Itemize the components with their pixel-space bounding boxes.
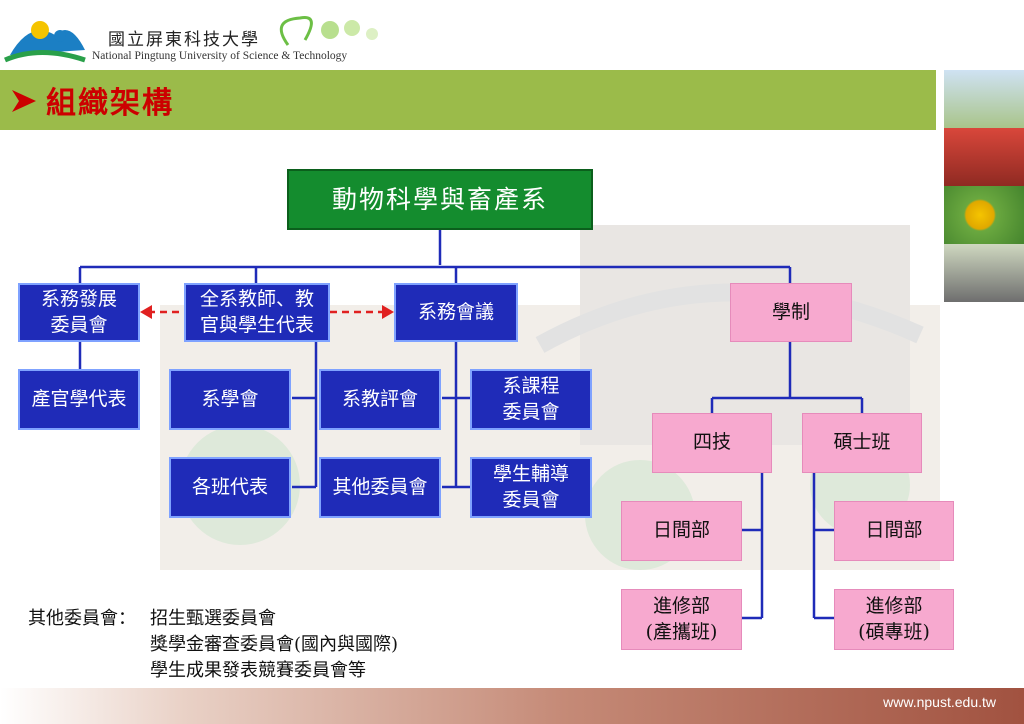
teaching-eval-label: 系教評會 bbox=[341, 387, 418, 410]
four-year-box: 四技 bbox=[652, 413, 772, 473]
arrow-right-icon bbox=[382, 305, 394, 319]
four-year-label: 四技 bbox=[692, 431, 731, 454]
sunflower-photo bbox=[944, 186, 1024, 244]
evening-div2-line2: (碩專班) bbox=[858, 620, 930, 643]
masters-label: 碩士班 bbox=[833, 431, 891, 454]
evening-div1-line2: (產攜班) bbox=[645, 620, 718, 643]
title-bar bbox=[0, 70, 936, 130]
student-assoc-box: 系學會 bbox=[169, 369, 291, 430]
slide-title: 組織架構 bbox=[46, 86, 174, 121]
note-line-3: 學生成果發表競賽委員會等 bbox=[150, 660, 366, 681]
evening-division-box-2: 進修部 (碩專班) bbox=[834, 589, 954, 650]
footer-url: www.npust.edu.tw bbox=[883, 694, 996, 710]
academic-system-label: 學制 bbox=[771, 300, 810, 323]
day-division-box-1: 日間部 bbox=[621, 501, 742, 561]
industry-reps-box: 產官學代表 bbox=[18, 369, 140, 430]
academic-system-box: 學制 bbox=[730, 283, 852, 342]
dept-meeting-label: 系務會議 bbox=[417, 300, 494, 323]
dev-committee-line2: 委員會 bbox=[50, 313, 108, 336]
class-reps-label: 各班代表 bbox=[191, 475, 268, 498]
curriculum-line1: 系課程 bbox=[502, 374, 560, 397]
industry-reps-label: 產官學代表 bbox=[31, 387, 127, 410]
dev-committee-line1: 系務發展 bbox=[40, 287, 117, 310]
note-line-2: 獎學金審查委員會(國內與國際) bbox=[150, 634, 399, 655]
festival-photo bbox=[944, 128, 1024, 186]
evening-div1-line1: 進修部 bbox=[652, 594, 710, 617]
note-line-1: 招生甄選委員會 bbox=[150, 608, 276, 629]
day-division-label-2: 日間部 bbox=[865, 519, 923, 542]
other-committees-note: 其他委員會： 招生甄選委員會 獎學金審查委員會(國內與國際) 學生成果發表競賽委… bbox=[28, 606, 398, 684]
class-reps-box: 各班代表 bbox=[169, 457, 291, 518]
university-logo-icon bbox=[4, 15, 378, 63]
other-committees-box: 其他委員會 bbox=[319, 457, 441, 518]
faculty-reps-line1: 全系教師、教 bbox=[199, 287, 314, 310]
footer-bar bbox=[0, 688, 1024, 724]
curriculum-line2: 委員會 bbox=[502, 400, 560, 423]
department-root-box: 動物科學與畜產系 bbox=[287, 169, 593, 230]
curriculum-committee-box: 系課程 委員會 bbox=[470, 369, 592, 430]
dept-meeting-box: 系務會議 bbox=[394, 283, 518, 342]
evening-division-box-1: 進修部 (產攜班) bbox=[621, 589, 742, 650]
day-division-box-2: 日間部 bbox=[834, 501, 954, 561]
photo-strip bbox=[944, 70, 1024, 306]
masters-box: 碩士班 bbox=[802, 413, 922, 473]
student-guidance-box: 學生輔導 委員會 bbox=[470, 457, 592, 518]
day-division-label-1: 日間部 bbox=[652, 519, 710, 542]
school-name-chinese: 國立屏東科技大學 bbox=[108, 30, 260, 50]
faculty-reps-line2: 官與學生代表 bbox=[199, 313, 314, 336]
faculty-reps-box: 全系教師、教 官與學生代表 bbox=[184, 283, 330, 342]
other-committees-label: 其他委員會 bbox=[332, 475, 428, 498]
dev-committee-box: 系務發展 委員會 bbox=[18, 283, 140, 342]
student-assoc-label: 系學會 bbox=[201, 387, 259, 410]
teaching-eval-box: 系教評會 bbox=[319, 369, 441, 430]
university-logo-header: 國立屏東科技大學 National Pingtung University of… bbox=[0, 0, 940, 70]
group-photo bbox=[944, 244, 1024, 302]
campus-photo bbox=[944, 70, 1024, 128]
school-name-english: National Pingtung University of Science … bbox=[92, 50, 348, 62]
arrow-left-icon bbox=[140, 305, 152, 319]
student-guidance-line2: 委員會 bbox=[502, 488, 560, 511]
evening-div2-line1: 進修部 bbox=[865, 594, 923, 617]
student-guidance-line1: 學生輔導 bbox=[492, 462, 569, 485]
note-label: 其他委員會： bbox=[28, 608, 136, 629]
department-name: 動物科學與畜產系 bbox=[331, 184, 548, 214]
arrow-bullet-icon bbox=[12, 90, 36, 112]
